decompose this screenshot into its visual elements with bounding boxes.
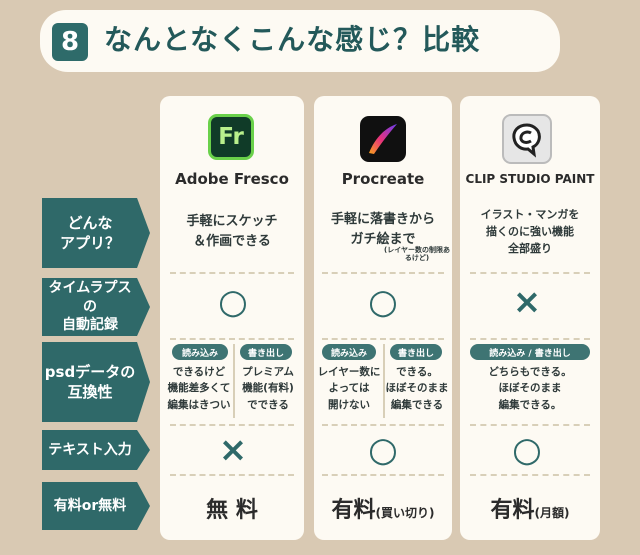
row-label-app-type: どんな アプリ？	[42, 198, 150, 268]
divider	[470, 272, 590, 274]
divider	[322, 424, 444, 426]
fresco-write-text: プレミアム 機能(有料) でできる	[242, 366, 294, 411]
divider	[170, 338, 294, 340]
title-banner	[40, 10, 560, 72]
procreate-write-badge: 書き出し	[390, 344, 442, 360]
procreate-description-note: (レイヤー数の制限あるけど)	[384, 246, 450, 263]
procreate-write-text: できる。 ほぼそのまま 編集できる	[385, 366, 449, 411]
fresco-read-text: できるけど 機能差多くて 編集はきつい	[167, 366, 231, 411]
divider	[470, 474, 590, 476]
clip-studio-description: イラスト・マンガを 描くのに強い機能 全部盛り	[480, 208, 580, 256]
clip-studio-price: 有料(月額)	[464, 492, 596, 524]
procreate-read-badge: 読み込み	[322, 344, 376, 360]
column-split	[233, 344, 235, 418]
divider	[170, 272, 294, 274]
column-split	[383, 344, 385, 418]
fresco-text-input-mark: ×	[218, 430, 248, 470]
clip-studio-price-label: 有料	[490, 498, 535, 523]
divider	[322, 338, 444, 340]
procreate-price-note: (買い切り)	[375, 506, 435, 520]
procreate-name: Procreate	[341, 170, 425, 188]
procreate-text-input-mark: ○	[368, 430, 398, 470]
procreate-read-text: レイヤー数に よっては 開けない	[317, 366, 381, 411]
clip-studio-price-note: (月額)	[534, 506, 570, 520]
fresco-timelapse-mark: ○	[218, 282, 248, 322]
procreate-price: 有料(買い切り)	[320, 492, 446, 524]
row-label-timelapse: タイムラプスの 自動記録	[42, 278, 150, 336]
procreate-price-label: 有料	[331, 498, 376, 523]
procreate-timelapse-mark: ○	[368, 282, 398, 322]
fresco-description: 手軽にスケッチ ＆作画できる	[186, 214, 278, 249]
divider	[170, 474, 294, 476]
clip-studio-psd-badge: 読み込み / 書き出し	[470, 344, 590, 360]
column-fresco	[160, 96, 304, 540]
row-label-text-input: テキスト入力	[42, 430, 150, 470]
section-number: 8	[52, 23, 88, 61]
divider	[470, 424, 590, 426]
row-label-psd: psdデータの 互換性	[42, 342, 150, 422]
clip-studio-psd-text: どちらもできる。 ほぼそのまま 編集できる。	[488, 366, 572, 411]
clip-studio-app-icon	[502, 114, 552, 164]
fresco-price: 無 料	[206, 498, 258, 523]
clip-studio-name: CLIP STUDIO PAINT	[465, 172, 595, 186]
clip-studio-text-input-mark: ○	[512, 430, 542, 470]
fresco-read-badge: 読み込み	[172, 344, 228, 360]
procreate-description: 手軽に落書きから ガチ絵まで	[330, 212, 435, 247]
clip-studio-timelapse-mark: ×	[512, 282, 542, 322]
divider	[470, 338, 590, 340]
fresco-write-badge: 書き出し	[240, 344, 292, 360]
column-procreate	[314, 96, 452, 540]
procreate-app-icon	[360, 116, 406, 162]
divider	[322, 474, 444, 476]
fresco-app-icon: Fr	[208, 114, 254, 160]
row-label-price: 有料or無料	[42, 482, 150, 530]
column-clip-studio	[460, 96, 600, 540]
page-title: なんとなくこんな感じ？比較	[104, 23, 481, 56]
divider	[322, 272, 444, 274]
fresco-name: Adobe Fresco	[175, 170, 289, 188]
divider	[170, 424, 294, 426]
